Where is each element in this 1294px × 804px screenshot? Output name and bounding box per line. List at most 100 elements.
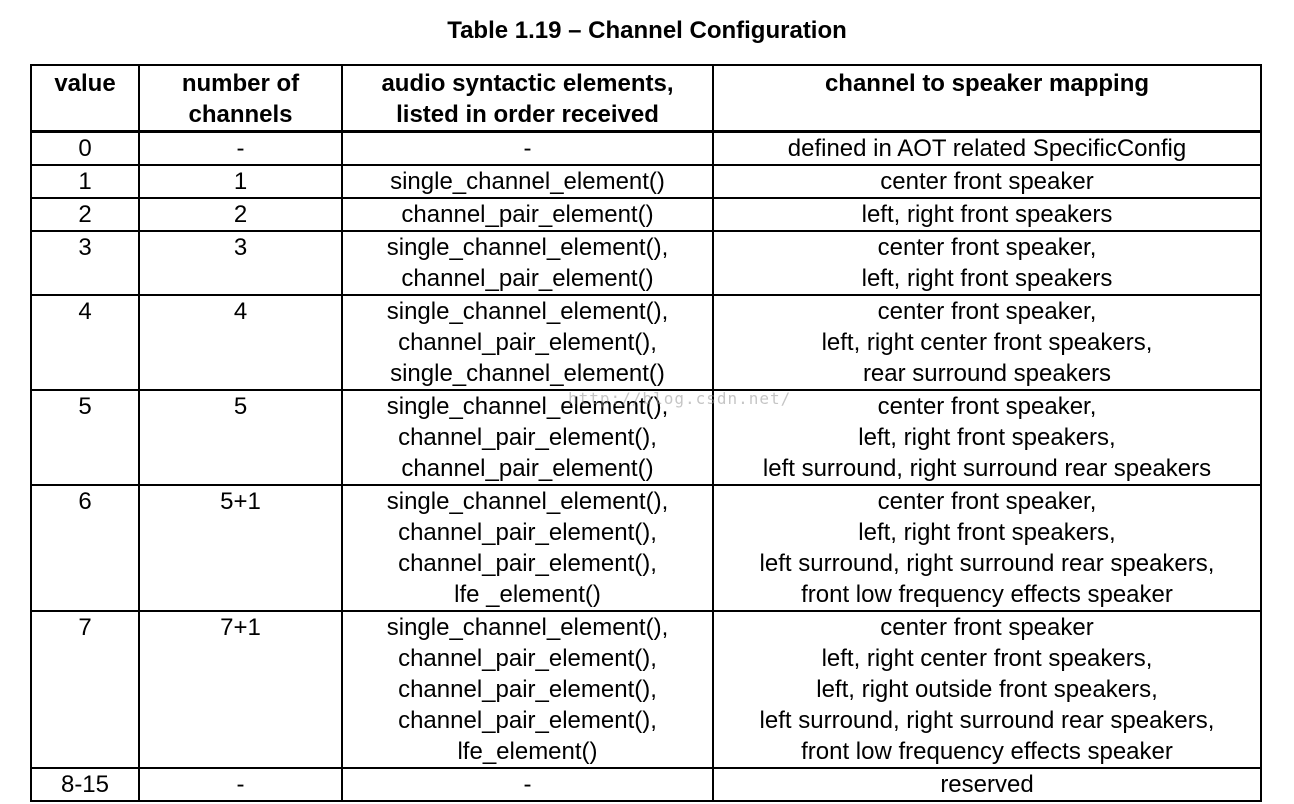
elements-cell-line: - bbox=[523, 771, 532, 798]
elements-cell-line: channel_pair_element() bbox=[401, 201, 654, 228]
elements-cell: single_channel_element(), channel_pair_el… bbox=[341, 230, 714, 296]
mapping-cell-line: left, right outside front speakers, bbox=[816, 676, 1158, 703]
header-row: value number of channels audio syntactic… bbox=[30, 64, 1262, 133]
elements-cell-line: single_channel_element(), bbox=[386, 298, 669, 325]
header-text: audio syntactic elements, bbox=[381, 70, 674, 97]
elements-cell: single_channel_element() bbox=[341, 164, 714, 199]
table-title: Table 1.19 – Channel Configuration bbox=[447, 17, 847, 44]
value-cell: 5 bbox=[30, 389, 140, 486]
elements-cell: - bbox=[341, 130, 714, 166]
header-text: channels bbox=[188, 101, 293, 128]
channels-cell: 5+1 bbox=[138, 484, 343, 612]
mapping-cell-line: left, right center front speakers, bbox=[821, 329, 1153, 356]
mapping-cell: center front speaker, left, right center … bbox=[712, 294, 1262, 391]
channels-cell: 5 bbox=[138, 389, 343, 486]
mapping-cell-line: rear surround speakers bbox=[862, 360, 1112, 387]
mapping-cell: center front speaker, left, right front s… bbox=[712, 389, 1262, 486]
mapping-cell-line: front low frequency effects speaker bbox=[801, 581, 1173, 608]
mapping-cell: center front speaker, left, right front s… bbox=[712, 484, 1262, 612]
elements-cell-line: channel_pair_element() bbox=[401, 265, 654, 292]
mapping-cell: reserved bbox=[712, 767, 1262, 802]
elements-cell: single_channel_element(), channel_pair_el… bbox=[341, 294, 714, 391]
mapping-cell-line: left surround, right surround rear speak… bbox=[759, 707, 1215, 734]
header-audio-syntactic-elements: audio syntactic elements, listed in orde… bbox=[341, 64, 714, 133]
channels-cell: 2 bbox=[138, 197, 343, 232]
mapping-cell: center front speaker, left, right front s… bbox=[712, 230, 1262, 296]
mapping-cell-line: center front speaker, bbox=[877, 393, 1097, 420]
mapping-cell-line: reserved bbox=[940, 771, 1034, 798]
value-cell: 7 bbox=[30, 610, 140, 769]
elements-cell-line: channel_pair_element(), bbox=[398, 424, 657, 451]
value-cell: 0 bbox=[30, 130, 140, 166]
elements-cell-line: single_channel_element() bbox=[390, 360, 665, 387]
header-channel-to-speaker-mapping: channel to speaker mapping bbox=[712, 64, 1262, 133]
table-row: 0--defined in AOT related SpecificConfig bbox=[30, 130, 1262, 166]
channels-cell: 1 bbox=[138, 164, 343, 199]
header-text: number of bbox=[181, 70, 300, 97]
mapping-cell: center front speaker left, right center f… bbox=[712, 610, 1262, 769]
elements-cell-line: channel_pair_element() bbox=[401, 455, 654, 482]
elements-cell-line: - bbox=[523, 135, 532, 162]
channels-cell: 4 bbox=[138, 294, 343, 391]
mapping-cell-line: center front speaker, bbox=[877, 298, 1097, 325]
mapping-cell-line: center front speaker, bbox=[877, 488, 1097, 515]
mapping-cell: defined in AOT related SpecificConfig bbox=[712, 130, 1262, 166]
elements-cell-line: single_channel_element(), bbox=[386, 393, 669, 420]
mapping-cell-line: left surround, right surround rear speak… bbox=[762, 455, 1212, 482]
elements-cell: channel_pair_element() bbox=[341, 197, 714, 232]
value-cell: 6 bbox=[30, 484, 140, 612]
channels-cell: - bbox=[138, 130, 343, 166]
channels-cell: 3 bbox=[138, 230, 343, 296]
mapping-cell-line: center front speaker bbox=[880, 614, 1094, 641]
header-value: value bbox=[30, 64, 140, 133]
elements-cell-line: lfe _element() bbox=[454, 581, 601, 608]
elements-cell-line: channel_pair_element(), bbox=[398, 676, 657, 703]
elements-cell-line: channel_pair_element(), bbox=[398, 550, 657, 577]
elements-cell: single_channel_element(), channel_pair_el… bbox=[341, 484, 714, 612]
mapping-cell-line: center front speaker, bbox=[877, 234, 1097, 261]
mapping-cell-line: left, right front speakers, bbox=[858, 519, 1116, 546]
elements-cell-line: single_channel_element(), bbox=[386, 234, 669, 261]
channels-cell: - bbox=[138, 767, 343, 802]
elements-cell-line: channel_pair_element(), bbox=[398, 329, 657, 356]
value-cell: 3 bbox=[30, 230, 140, 296]
elements-cell-line: single_channel_element(), bbox=[386, 614, 669, 641]
table-row: 8-15--reserved bbox=[30, 767, 1262, 802]
mapping-cell-line: left surround, right surround rear speak… bbox=[759, 550, 1215, 577]
mapping-cell: left, right front speakers bbox=[712, 197, 1262, 232]
mapping-cell-line: left, right front speakers, bbox=[858, 424, 1116, 451]
header-text: value bbox=[54, 70, 116, 97]
elements-cell: single_channel_element(), channel_pair_el… bbox=[341, 389, 714, 486]
value-cell: 1 bbox=[30, 164, 140, 199]
mapping-cell: center front speaker bbox=[712, 164, 1262, 199]
mapping-cell-line: left, right center front speakers, bbox=[821, 645, 1153, 672]
value-cell: 4 bbox=[30, 294, 140, 391]
elements-cell-line: channel_pair_element(), bbox=[398, 707, 657, 734]
elements-cell-line: single_channel_element(), bbox=[386, 488, 669, 515]
elements-cell: single_channel_element(), channel_pair_el… bbox=[341, 610, 714, 769]
mapping-cell-line: left, right front speakers bbox=[861, 265, 1113, 292]
elements-cell-line: single_channel_element() bbox=[390, 168, 665, 195]
channel-configuration-table: value number of channels audio syntactic… bbox=[30, 64, 1262, 802]
mapping-cell-line: defined in AOT related SpecificConfig bbox=[787, 135, 1187, 162]
table-body: 0--defined in AOT related SpecificConfig… bbox=[30, 130, 1262, 802]
header-text: listed in order received bbox=[396, 101, 659, 128]
value-cell: 2 bbox=[30, 197, 140, 232]
header-number-of-channels: number of channels bbox=[138, 64, 343, 133]
channels-cell: 7+1 bbox=[138, 610, 343, 769]
elements-cell: - bbox=[341, 767, 714, 802]
elements-cell-line: channel_pair_element(), bbox=[398, 519, 657, 546]
mapping-cell-line: center front speaker bbox=[880, 168, 1094, 195]
mapping-cell-line: front low frequency effects speaker bbox=[801, 738, 1173, 765]
mapping-cell-line: left, right front speakers bbox=[861, 201, 1113, 228]
header-text: channel to speaker mapping bbox=[824, 70, 1150, 97]
value-cell: 8-15 bbox=[30, 767, 140, 802]
elements-cell-line: channel_pair_element(), bbox=[398, 645, 657, 672]
